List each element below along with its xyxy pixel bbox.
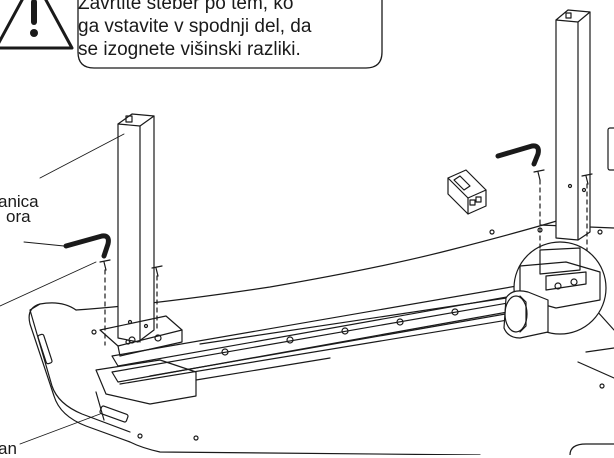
corner-tab-bottom-right xyxy=(569,443,614,455)
warning-callout xyxy=(0,0,383,69)
control-box xyxy=(447,169,487,215)
right-leg-column xyxy=(555,9,591,241)
callout-line-1: Zavrtite steber po tem, ko xyxy=(78,0,294,14)
callout-line-2: ga vstavite v spodnji del, da xyxy=(78,16,312,37)
side-tab xyxy=(607,127,614,171)
callout-box xyxy=(77,0,383,69)
screws xyxy=(99,169,593,346)
left-leg-column xyxy=(99,113,183,357)
warning-callout-text: Zavrtite steber po tem, ko ga vstavite v… xyxy=(78,0,378,61)
motor-detail-circle xyxy=(503,241,607,339)
frame-beams xyxy=(95,281,553,421)
allen-key-icon xyxy=(495,143,541,167)
part-label-left-2: ora xyxy=(6,207,31,226)
leader-lines xyxy=(0,133,125,445)
allen-key-icon xyxy=(63,233,111,259)
part-label-left-1: anica xyxy=(0,192,39,211)
part-label-bottom-left: an xyxy=(0,439,17,458)
callout-line-3: se izognete višinski razliki. xyxy=(78,39,301,60)
